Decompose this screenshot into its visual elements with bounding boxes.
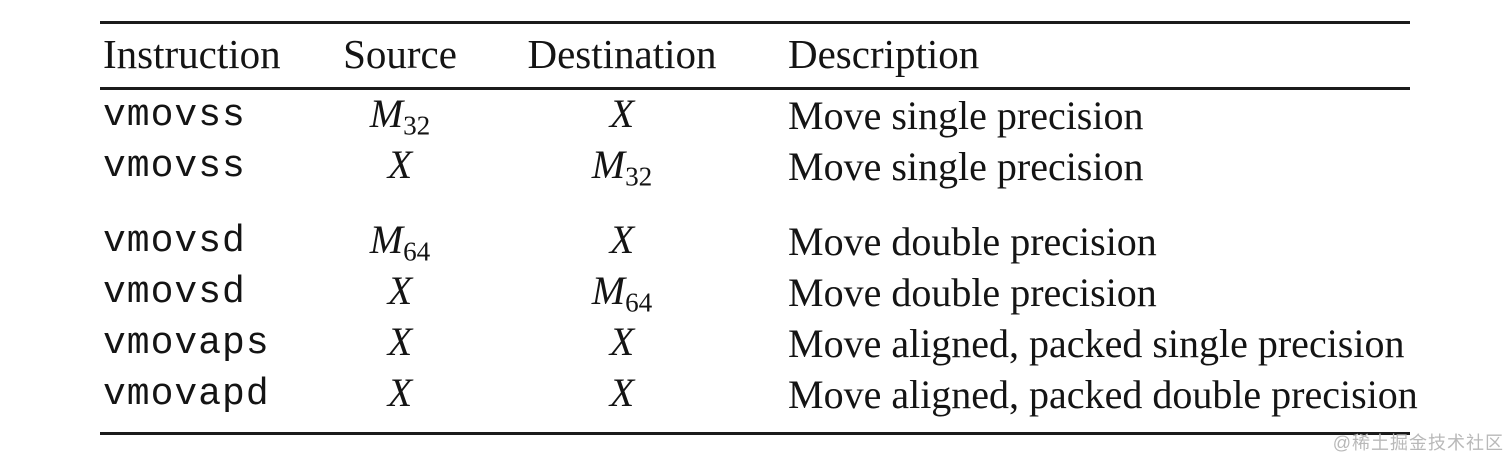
table-top-rule (100, 21, 1410, 24)
header-instruction: Instruction (103, 31, 281, 77)
operand-base: M (369, 217, 404, 262)
header-source: Source (343, 31, 457, 77)
operand-base: X (387, 370, 413, 415)
instruction-cell: vmovaps (103, 322, 270, 366)
table-row: vmovsd X M64 Move double precision (100, 267, 1410, 318)
instruction-cell: vmovsd (103, 271, 246, 315)
operand-subscript: 32 (625, 161, 653, 192)
table-header-row: Instruction Source Destination Descripti… (100, 24, 1410, 87)
source-cell: X (330, 267, 470, 319)
table-row: vmovaps X X Move aligned, packed single … (100, 318, 1410, 369)
source-cell: X (330, 369, 470, 421)
destination-cell: X (470, 90, 774, 142)
destination-cell: M64 (470, 267, 774, 319)
header-description: Description (788, 31, 980, 77)
operand-base: M (369, 91, 404, 136)
table-row: vmovss M32 X Move single precision (100, 90, 1410, 141)
operand-base: M (591, 142, 626, 187)
operand-base: X (387, 142, 413, 187)
destination-cell: X (470, 318, 774, 370)
description-cell: Move double precision (788, 270, 1157, 316)
operand-base: X (609, 91, 635, 136)
operand-subscript: 64 (403, 236, 431, 267)
description-cell: Move single precision (788, 144, 1144, 190)
operand-base: X (609, 370, 635, 415)
description-cell: Move single precision (788, 93, 1144, 139)
instruction-table: Instruction Source Destination Descripti… (100, 21, 1418, 435)
description-cell: Move aligned, packed double precision (788, 372, 1418, 418)
instruction-cell: vmovss (103, 145, 246, 189)
source-cell: X (330, 141, 470, 193)
operand-subscript: 32 (403, 110, 431, 141)
description-cell: Move double precision (788, 219, 1157, 265)
instruction-cell: vmovsd (103, 220, 246, 264)
operand-base: M (591, 268, 626, 313)
watermark: @稀土掘金技术社区 (1332, 433, 1504, 453)
table-bottom-rule (100, 432, 1410, 435)
header-destination: Destination (527, 31, 717, 77)
table-row: vmovss X M32 Move single precision (100, 141, 1410, 192)
operand-base: X (609, 217, 635, 262)
source-cell: X (330, 318, 470, 370)
destination-cell: M32 (470, 141, 774, 193)
table-bottom-padding (100, 420, 1410, 432)
table-header-rule (100, 87, 1410, 90)
table-row: vmovsd M64 X Move double precision (100, 216, 1410, 267)
operand-base: X (387, 268, 413, 313)
destination-cell: X (470, 369, 774, 421)
operand-base: X (387, 319, 413, 364)
destination-cell: X (470, 216, 774, 268)
table-row: vmovapd X X Move aligned, packed double … (100, 369, 1418, 421)
source-cell: M32 (330, 90, 470, 142)
operand-base: X (609, 319, 635, 364)
instruction-cell: vmovss (103, 94, 246, 138)
operand-subscript: 64 (625, 287, 653, 318)
instruction-cell: vmovapd (103, 373, 270, 417)
source-cell: M64 (330, 216, 470, 268)
description-cell: Move aligned, packed single precision (788, 321, 1405, 367)
